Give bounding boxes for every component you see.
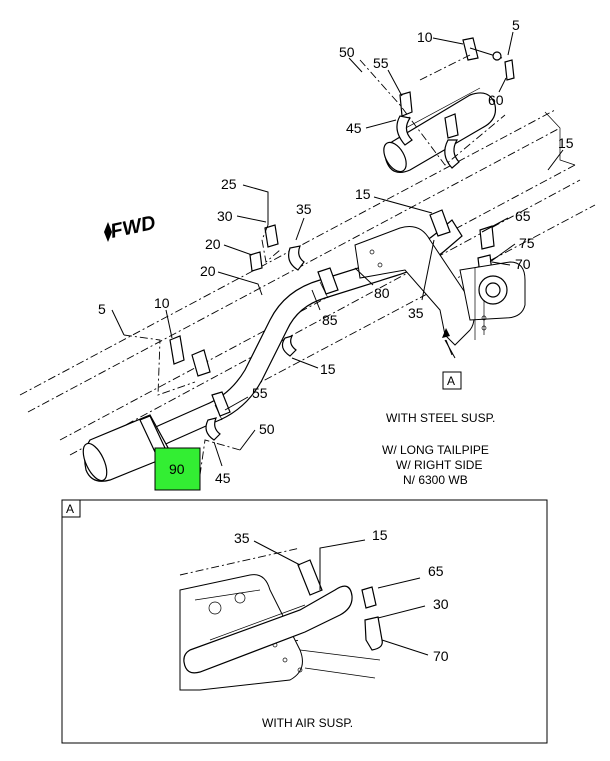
callout-50: 50	[339, 44, 355, 60]
callout-35: 35	[408, 305, 424, 321]
callout-15: 15	[558, 135, 574, 151]
note-steel-susp: WITH STEEL SUSP.	[386, 411, 495, 425]
detail-inset: A 35 15 65 30 70 WITH AIR SUSP.	[61, 499, 548, 744]
callout-70: 70	[515, 256, 531, 272]
callout-45: 45	[215, 470, 231, 486]
highlight-box[interactable]	[154, 447, 201, 491]
callout-55: 55	[252, 385, 268, 401]
note-wheelbase: N/ 6300 WB	[403, 473, 468, 487]
forward-indicator: FWD	[104, 212, 158, 243]
callout-80: 80	[374, 285, 390, 301]
inset-callout-35: 35	[234, 530, 250, 546]
upper-clamp-bracket	[396, 37, 515, 169]
inset-callout-65: 65	[428, 563, 444, 579]
callout-45: 45	[346, 120, 362, 136]
forward-label: FWD	[108, 212, 157, 243]
pipe-clamps	[139, 209, 451, 453]
callout-55: 55	[373, 55, 389, 71]
callout-90[interactable]: 90	[169, 461, 185, 477]
callout-85: 85	[322, 312, 338, 328]
notes: WITH STEEL SUSP. W/ LONG TAILPIPE W/ RIG…	[382, 411, 495, 487]
inset-callout-70: 70	[433, 648, 449, 664]
callout-10: 10	[154, 295, 170, 311]
inset-callout-30: 30	[433, 596, 449, 612]
forward-arrow-icon	[104, 222, 112, 242]
detail-arrow	[445, 339, 453, 356]
callout-60: 60	[488, 92, 504, 108]
inset-tag: A	[66, 502, 74, 516]
leader-lines	[111, 31, 564, 476]
callout-65: 65	[515, 208, 531, 224]
arrow-head-icon	[442, 328, 450, 338]
inset-callout-15: 15	[372, 527, 388, 543]
detail-reference: A	[442, 371, 462, 390]
callout-35: 35	[296, 201, 312, 217]
highlight-part-90[interactable]: 90	[154, 447, 201, 491]
note-right-side: W/ RIGHT SIDE	[396, 458, 482, 472]
callout-20: 20	[205, 236, 221, 252]
callout-15: 15	[355, 186, 371, 202]
callout-10: 10	[417, 29, 433, 45]
frame-cross-member	[354, 226, 526, 346]
inset-caption: WITH AIR SUSP.	[262, 716, 353, 730]
note-long-tailpipe: W/ LONG TAILPIPE	[382, 443, 489, 457]
callout-5: 5	[98, 301, 106, 317]
callout-25: 25	[221, 176, 237, 192]
inset-tag-box	[61, 499, 81, 518]
muffler	[383, 87, 497, 173]
callout-5: 5	[512, 17, 520, 33]
callout-20: 20	[200, 263, 216, 279]
main-illustration	[19, 31, 596, 482]
callout-30: 30	[217, 208, 233, 224]
callout-75: 75	[519, 235, 535, 251]
detail-reference-label: A	[447, 374, 455, 388]
callout-15: 15	[320, 361, 336, 377]
callout-50: 50	[259, 421, 275, 437]
callout-numbers: 50 55 10 5 60 45 15 25 35 30 15 65 75 70…	[98, 17, 574, 486]
